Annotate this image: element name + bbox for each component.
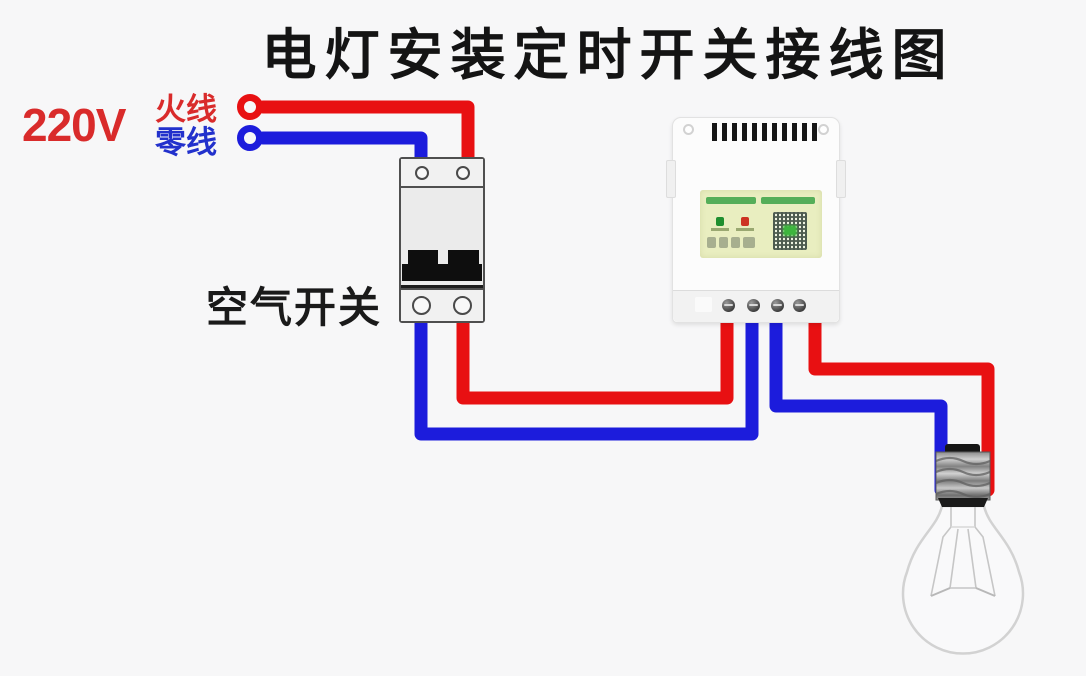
- breaker-divider: [401, 285, 483, 290]
- terminal-strip-notch: [695, 297, 712, 312]
- mounting-flange: [836, 160, 846, 198]
- breaker-toggle-handle-icon: [408, 250, 438, 265]
- label-text-line: [706, 197, 756, 204]
- label-text-line: [761, 197, 815, 204]
- certification-mark-icon: [707, 237, 716, 248]
- bulb-filament-icon: [930, 506, 996, 597]
- bulb-base-collar: [938, 498, 988, 507]
- brand-logo-green-icon: [716, 217, 724, 226]
- breaker-terminal-screw-icon: [453, 296, 472, 315]
- breaker-bottom-terminals: [401, 288, 483, 321]
- circuit-breaker: [399, 157, 485, 323]
- breaker-terminal-screw-icon: [412, 296, 431, 315]
- breaker-label: 空气开关: [206, 284, 383, 331]
- breaker-toggle-handle-icon: [448, 250, 479, 265]
- certification-mark-icon: [731, 237, 740, 248]
- neutral-wire-label: 零线: [155, 125, 217, 160]
- timer-terminal-strip: [673, 290, 839, 322]
- breaker-top-terminals: [401, 159, 483, 188]
- certification-mark-icon: [719, 237, 728, 248]
- neutral-ring-terminal: [237, 125, 263, 151]
- certification-mark-icon: [743, 237, 755, 248]
- ventilation-slots-icon: [712, 123, 818, 141]
- neutral-timer-to-bulb: [769, 303, 948, 497]
- neutral-breaker-to-timer: [414, 298, 759, 441]
- product-label: [700, 190, 822, 258]
- live-wire-label: 火线: [155, 92, 217, 127]
- voltage-label: 220V: [22, 99, 126, 151]
- timer-switch-device: [666, 117, 846, 323]
- mounting-flange: [666, 160, 676, 198]
- logo-caption: [711, 228, 729, 231]
- qr-code-icon: [773, 212, 807, 250]
- bulb-glass: [901, 504, 1025, 655]
- live-supply-to-breaker: [256, 100, 475, 183]
- live-breaker-to-timer: [456, 298, 734, 405]
- neutral-supply-to-breaker: [256, 131, 428, 183]
- live-ring-terminal: [237, 94, 263, 120]
- mounting-hole-icon: [683, 124, 694, 135]
- timer-terminal-screw-icon: [722, 299, 735, 312]
- brand-logo-red-icon: [741, 217, 749, 226]
- light-bulb: [901, 444, 1025, 655]
- breaker-terminal-screw-icon: [414, 165, 429, 180]
- logo-caption: [736, 228, 754, 231]
- timer-terminal-screw-icon: [747, 299, 760, 312]
- timer-terminal-screw-icon: [771, 299, 784, 312]
- timer-terminal-screw-icon: [793, 299, 806, 312]
- breaker-toggle-bar-icon: [402, 264, 482, 281]
- breaker-terminal-screw-icon: [455, 165, 470, 180]
- diagram-title: 电灯安装定时开关接线图: [261, 24, 955, 86]
- live-timer-to-bulb: [808, 303, 995, 497]
- mounting-hole-icon: [818, 124, 829, 135]
- bulb-thread-ridges: [935, 456, 991, 499]
